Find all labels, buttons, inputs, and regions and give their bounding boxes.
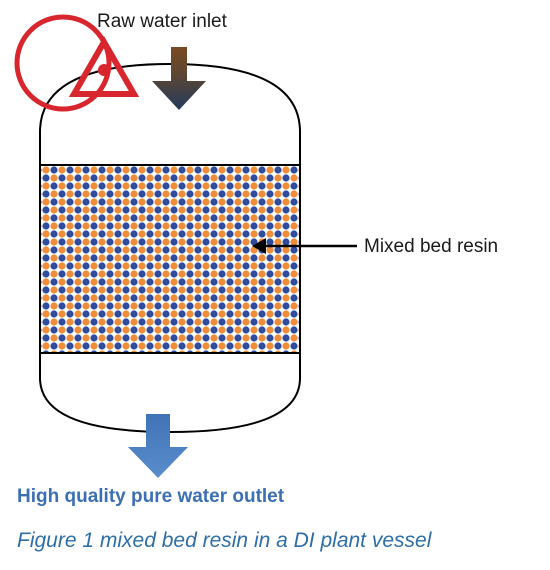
- outlet-arrow: [128, 414, 188, 478]
- inlet-label: Raw water inlet: [97, 11, 227, 32]
- outlet-label: High quality pure water outlet: [17, 486, 285, 507]
- vessel: [39, 62, 301, 434]
- red-circle-triangle-logo-icon: [14, 14, 140, 112]
- resin-bed: [40, 165, 300, 353]
- inlet-arrow: [152, 47, 206, 110]
- resin-label: Mixed bed resin: [364, 236, 499, 257]
- resin-pointer-arrow: [252, 238, 357, 254]
- figure-caption: Figure 1 mixed bed resin in a DI plant v…: [17, 529, 432, 552]
